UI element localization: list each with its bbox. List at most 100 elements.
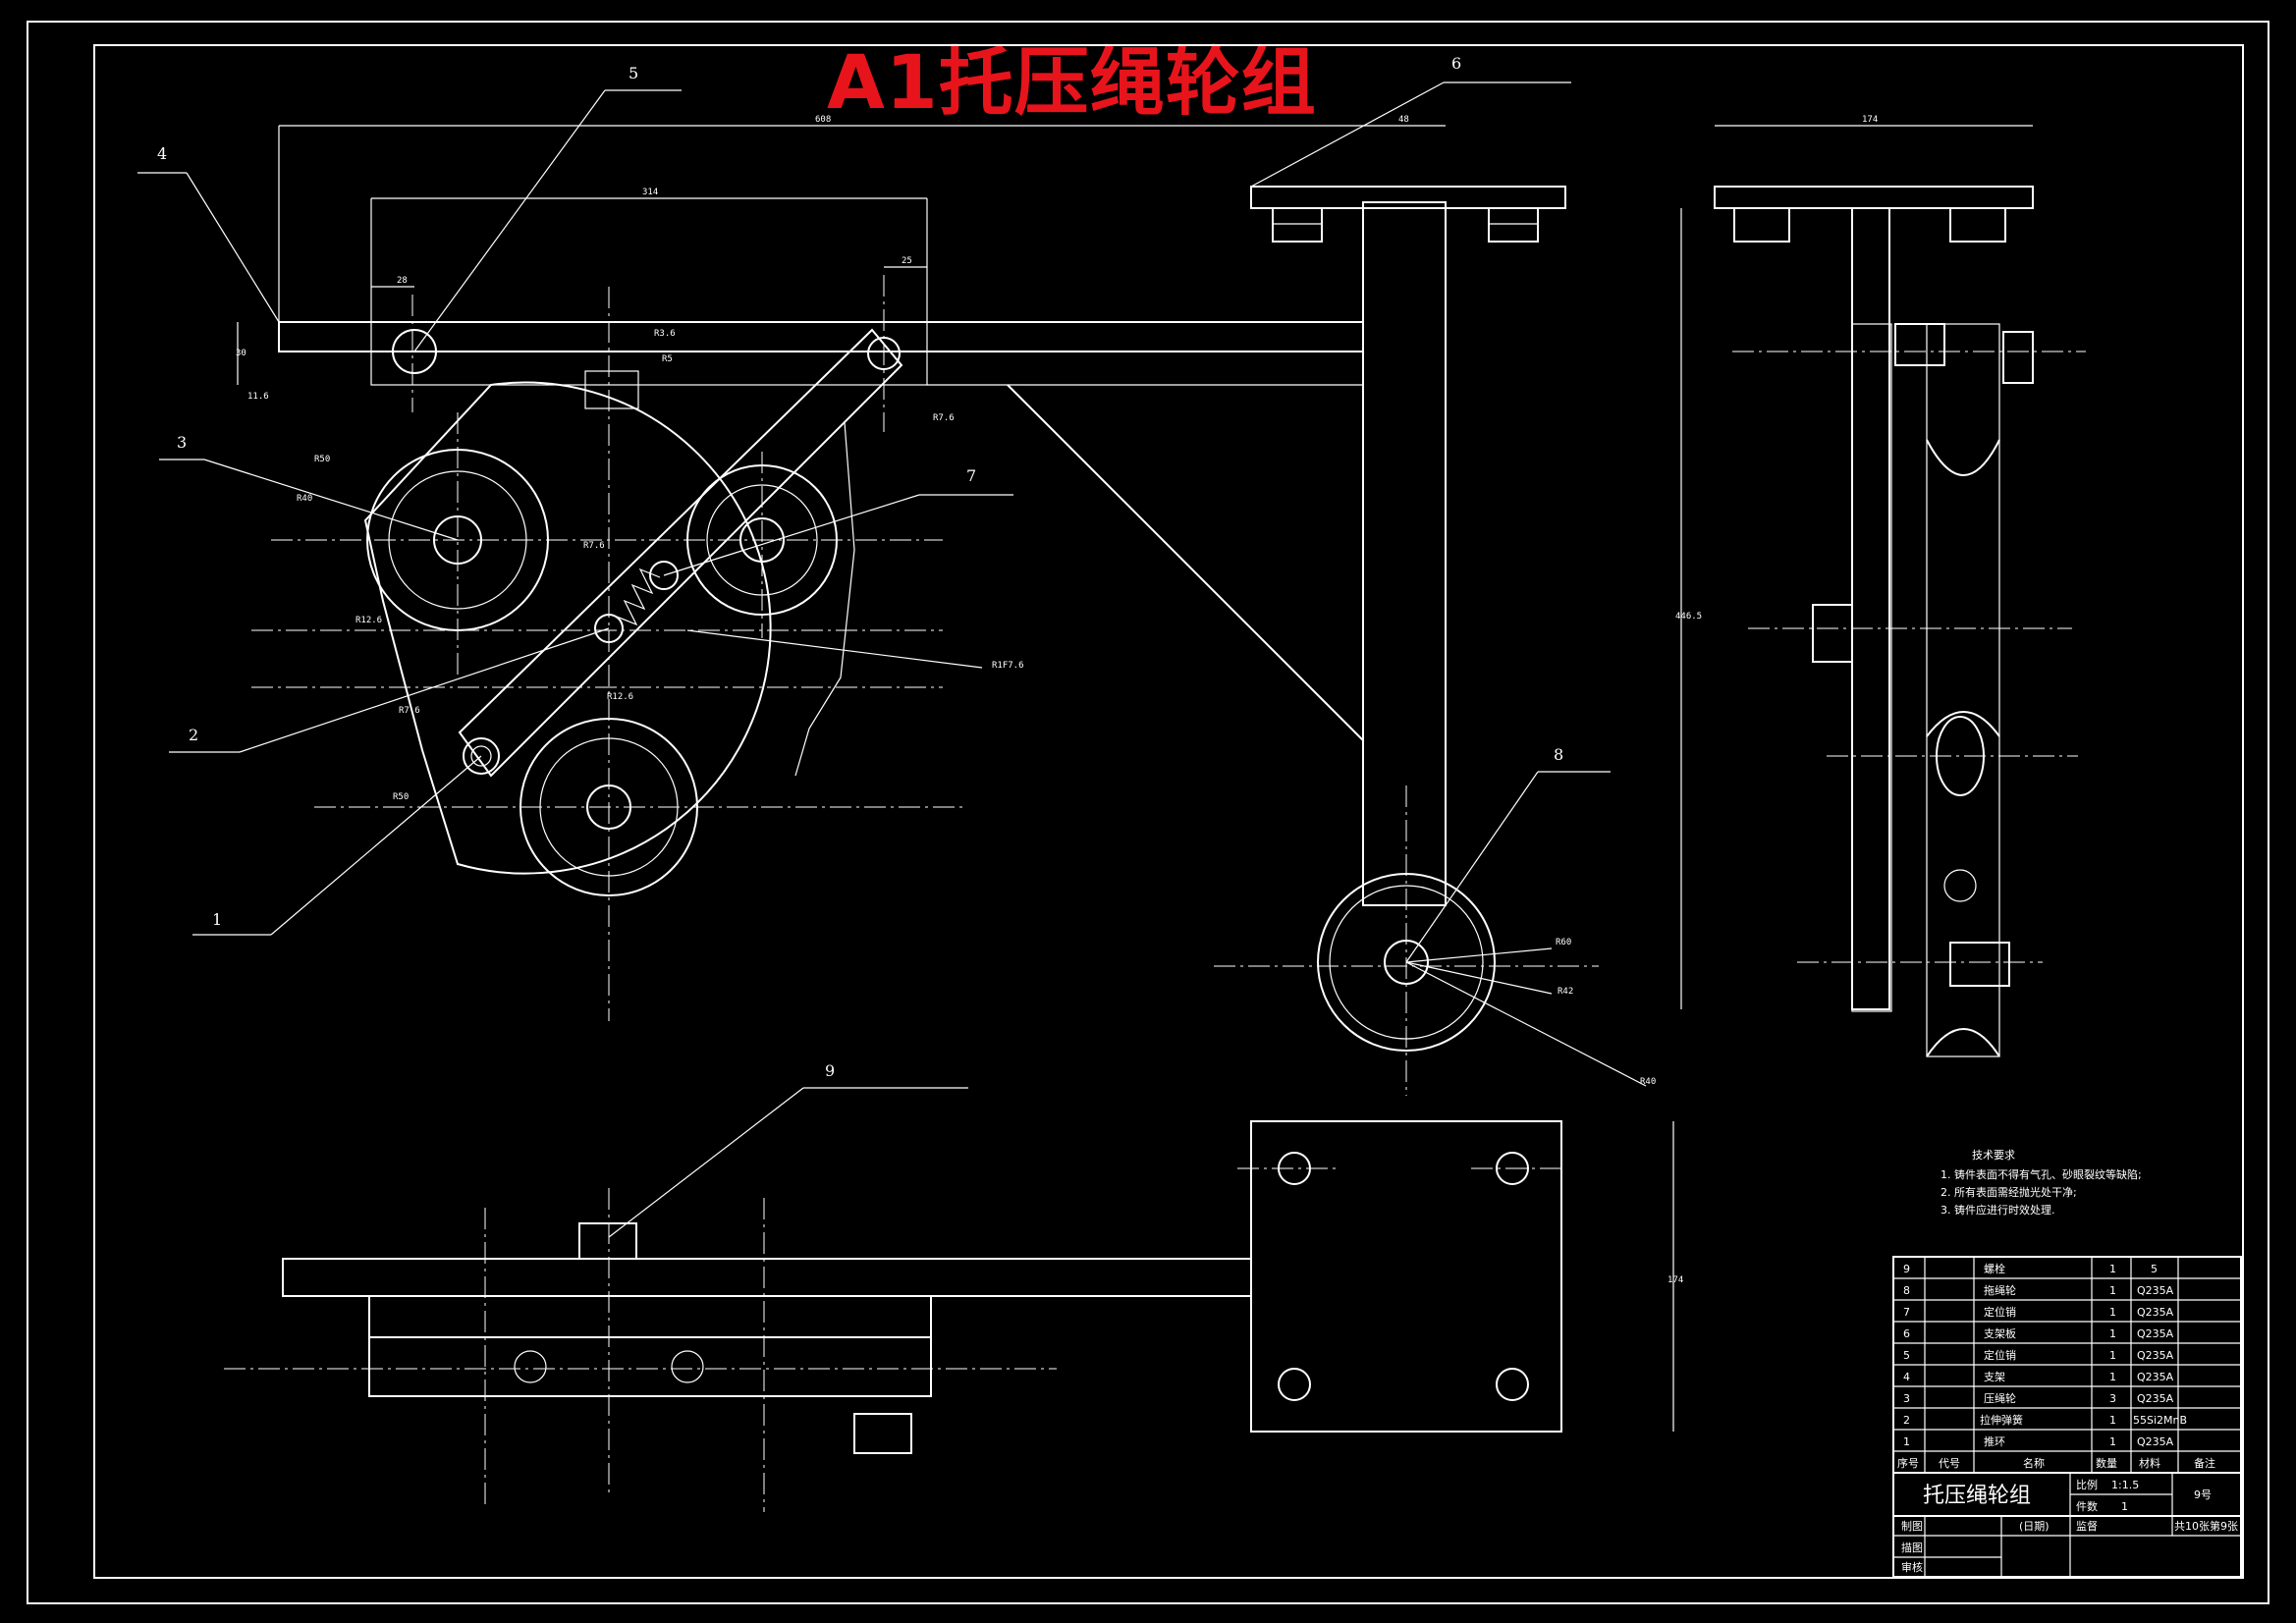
- svg-text:名称: 名称: [2023, 1456, 2045, 1470]
- svg-text:监督: 监督: [2076, 1519, 2098, 1533]
- svg-text:拉伸弹簧: 拉伸弹簧: [1980, 1413, 2023, 1427]
- dimension-lines: [237, 125, 2033, 1432]
- svg-text:序号: 序号: [1897, 1456, 1919, 1470]
- svg-text:R50: R50: [393, 792, 409, 802]
- svg-text:1: 1: [2109, 1284, 2116, 1297]
- svg-text:9: 9: [825, 1061, 835, 1080]
- svg-text:R7.6: R7.6: [399, 706, 420, 716]
- svg-text:Q235A: Q235A: [2137, 1371, 2174, 1383]
- svg-text:3: 3: [2109, 1392, 2116, 1405]
- svg-text:定位销: 定位销: [1984, 1348, 2016, 1362]
- svg-text:描图: 描图: [1901, 1541, 1923, 1554]
- svg-text:30: 30: [236, 349, 246, 358]
- svg-text:1: 1: [212, 910, 222, 929]
- svg-text:55Si2MnB: 55Si2MnB: [2133, 1414, 2187, 1427]
- svg-text:446.5: 446.5: [1675, 612, 1702, 622]
- drawing-title: A1托压绳轮组: [827, 38, 1317, 126]
- outer-frame: [27, 21, 2269, 1604]
- svg-text:174: 174: [1862, 115, 1878, 125]
- svg-text:9: 9: [1903, 1263, 1910, 1275]
- svg-text:8: 8: [1554, 745, 1563, 764]
- svg-text:R1F7.6: R1F7.6: [992, 661, 1024, 671]
- svg-text:1. 铸件表面不得有气孔、砂眼裂纹等缺陷;: 1. 铸件表面不得有气孔、砂眼裂纹等缺陷;: [1941, 1167, 2142, 1181]
- svg-text:R12.6: R12.6: [607, 692, 633, 702]
- svg-text:Q235A: Q235A: [2137, 1284, 2174, 1297]
- svg-text:Q235A: Q235A: [2137, 1306, 2174, 1319]
- svg-text:2: 2: [189, 726, 198, 744]
- svg-text:1: 1: [2109, 1435, 2116, 1448]
- svg-text:2: 2: [1903, 1414, 1910, 1427]
- svg-text:1: 1: [1903, 1435, 1910, 1448]
- svg-text:Q235A: Q235A: [2137, 1392, 2174, 1405]
- side-view: [1714, 186, 2086, 1057]
- svg-text:比例: 比例: [2076, 1478, 2098, 1491]
- svg-text:1: 1: [2109, 1349, 2116, 1362]
- svg-text:608: 608: [815, 115, 831, 125]
- svg-text:4: 4: [1903, 1371, 1910, 1383]
- svg-text:R7.6: R7.6: [933, 413, 955, 423]
- svg-text:数量: 数量: [2096, 1457, 2117, 1470]
- svg-text:制图: 制图: [1901, 1520, 1923, 1533]
- svg-text:11.6: 11.6: [247, 392, 269, 402]
- svg-text:1: 1: [2109, 1327, 2116, 1340]
- svg-text:件数: 件数: [2076, 1500, 2098, 1513]
- leader-lines: [137, 81, 1647, 1238]
- svg-text:9号: 9号: [2194, 1488, 2212, 1501]
- svg-text:定位销: 定位销: [1984, 1305, 2016, 1319]
- svg-text:5: 5: [2151, 1263, 2158, 1275]
- inner-frame: [93, 44, 2244, 1579]
- svg-text:共10张第9张: 共10张第9张: [2174, 1519, 2238, 1533]
- svg-text:174: 174: [1667, 1275, 1683, 1285]
- svg-text:1: 1: [2109, 1371, 2116, 1383]
- svg-text:技术要求: 技术要求: [1972, 1149, 2015, 1162]
- svg-text:推环: 推环: [1984, 1434, 2005, 1448]
- svg-text:4: 4: [157, 144, 167, 163]
- svg-text:48: 48: [1398, 115, 1409, 125]
- svg-text:审核: 审核: [1901, 1560, 1923, 1574]
- svg-text:代号: 代号: [1939, 1457, 1960, 1470]
- bom-table: [1892, 1256, 2242, 1578]
- svg-text:支架板: 支架板: [1984, 1326, 2016, 1340]
- svg-text:1:1.5: 1:1.5: [2111, 1479, 2139, 1491]
- svg-text:5: 5: [629, 64, 638, 82]
- svg-text:5: 5: [1903, 1349, 1910, 1362]
- bom-rows: 9 螺栓 1 5 8 拖绳轮 1 Q235A 7 定位销 1 Q235A 6 支…: [1897, 1262, 2215, 1470]
- svg-text:314: 314: [642, 188, 658, 197]
- svg-text:R42: R42: [1558, 987, 1573, 997]
- svg-text:R3.6: R3.6: [654, 329, 676, 339]
- leader-numbers: 4 5 6 3 7 2 1 8 9: [157, 54, 1563, 1080]
- svg-text:Q235A: Q235A: [2137, 1327, 2174, 1340]
- svg-text:R12.6: R12.6: [355, 616, 382, 625]
- title-block: 托压绳轮组 比例 1:1.5 件数 1 9号 制图 (日期) 监督 共10张第9…: [1901, 1478, 2238, 1574]
- svg-text:压绳轮: 压绳轮: [1984, 1391, 2016, 1405]
- svg-text:支架: 支架: [1984, 1371, 2005, 1383]
- svg-text:R60: R60: [1556, 938, 1571, 947]
- svg-text:28: 28: [397, 276, 408, 286]
- svg-text:材料: 材料: [2139, 1456, 2160, 1470]
- dimension-texts: 608 314 28 25 48 174 30 446.5 174 11.6 R…: [236, 115, 1878, 1285]
- svg-text:1: 1: [2109, 1414, 2116, 1427]
- svg-text:Q235A: Q235A: [2137, 1349, 2174, 1362]
- svg-text:R5: R5: [662, 354, 673, 364]
- svg-text:6: 6: [1451, 54, 1461, 73]
- svg-text:R50: R50: [314, 455, 330, 464]
- svg-text:备注: 备注: [2194, 1456, 2215, 1470]
- svg-text:3: 3: [1903, 1392, 1910, 1405]
- front-view: [251, 186, 1599, 1096]
- svg-text:拖绳轮: 拖绳轮: [1984, 1283, 2016, 1297]
- tech-notes: 技术要求 1. 铸件表面不得有气孔、砂眼裂纹等缺陷; 2. 所有表面需经抛光处干…: [1941, 1149, 2142, 1217]
- svg-text:25: 25: [902, 256, 912, 266]
- svg-text:R40: R40: [297, 494, 312, 504]
- svg-text:7: 7: [966, 466, 976, 485]
- svg-text:1: 1: [2121, 1500, 2128, 1513]
- svg-text:1: 1: [2109, 1263, 2116, 1275]
- svg-text:6: 6: [1903, 1327, 1910, 1340]
- svg-text:2. 所有表面需经抛光处干净;: 2. 所有表面需经抛光处干净;: [1941, 1185, 2077, 1199]
- svg-text:Q235A: Q235A: [2137, 1435, 2174, 1448]
- svg-text:R40: R40: [1640, 1077, 1656, 1087]
- svg-text:(日期): (日期): [2019, 1520, 2050, 1533]
- svg-text:7: 7: [1903, 1306, 1910, 1319]
- svg-text:螺栓: 螺栓: [1984, 1262, 2005, 1275]
- svg-text:R7.6: R7.6: [583, 541, 605, 551]
